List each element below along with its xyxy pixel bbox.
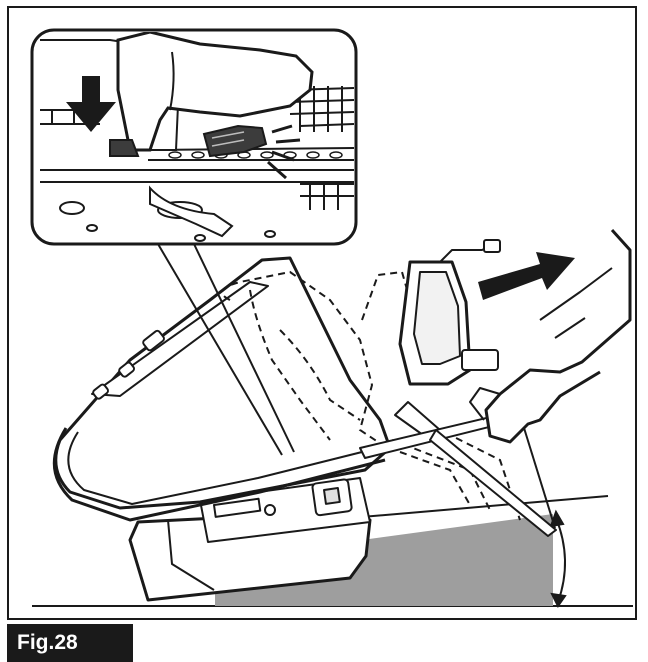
tool-body [52,256,392,602]
callout-leader-right [193,243,295,453]
callout-leader-left [157,243,283,456]
arrow-up-right-icon [478,252,575,300]
detail-inset [30,28,358,246]
lifted-cover [359,239,557,537]
double-arrow-icon [549,509,567,608]
figure-label: Fig.28 [7,624,133,662]
hand-lifting [469,228,632,444]
arrow-down-icon [66,76,116,132]
